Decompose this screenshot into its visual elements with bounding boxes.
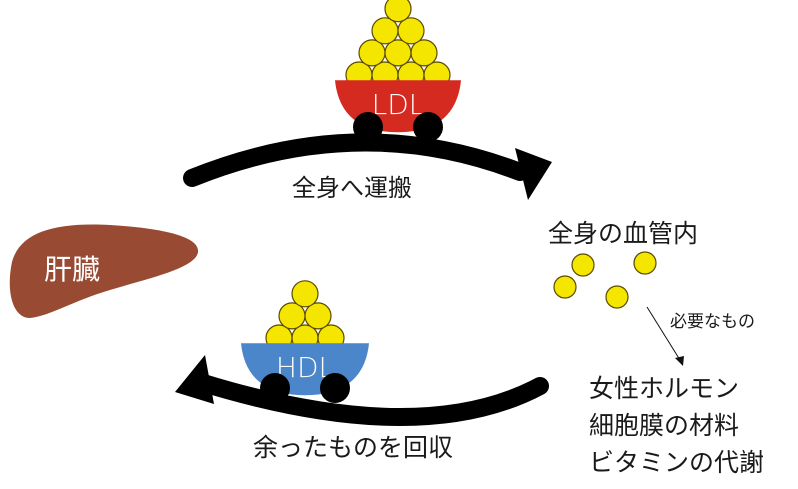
- liver-shape: [9, 224, 199, 318]
- use-item: ビタミンの代謝: [589, 448, 765, 477]
- needed-label: 必要なもの: [670, 312, 755, 332]
- cholesterol-ball: [291, 280, 319, 308]
- needed-pointer-arrowhead: [675, 356, 684, 366]
- cholesterol-ball: [304, 302, 332, 330]
- wheel: [413, 112, 443, 142]
- use-item: 細胞膜の材料: [589, 411, 740, 440]
- wheel: [320, 373, 350, 403]
- hdl-carrier: HDL: [241, 280, 369, 403]
- cholesterol-ball: [633, 251, 657, 275]
- ldl-carrier: LDL: [335, 0, 461, 142]
- cholesterol-ball: [397, 17, 425, 45]
- needed-pointer-line: [646, 306, 681, 361]
- liver-label: 肝臓: [44, 253, 101, 286]
- recover-label: 余ったものを回収: [253, 433, 454, 462]
- transport-arrowhead: [515, 148, 552, 200]
- cholesterol-ball: [384, 0, 412, 23]
- wheel: [260, 373, 290, 403]
- use-item: 女性ホルモン: [589, 374, 740, 403]
- wheel: [353, 112, 383, 142]
- transport-arrow: [183, 133, 529, 187]
- destination-label: 全身の血管内: [548, 219, 699, 248]
- transport-label: 全身へ運搬: [292, 174, 412, 202]
- recover-arrow: [191, 373, 549, 427]
- recover-arrowhead: [175, 355, 214, 404]
- cholesterol-ball: [605, 285, 629, 309]
- cholesterol-ball: [410, 39, 438, 67]
- uses-list: 女性ホルモン 細胞膜の材料 ビタミンの代謝: [589, 370, 764, 481]
- cholesterol-ball: [553, 275, 577, 299]
- cholesterol-ball: [571, 253, 595, 277]
- free-cholesterol: [553, 251, 657, 309]
- carrier-label: LDL: [372, 88, 425, 121]
